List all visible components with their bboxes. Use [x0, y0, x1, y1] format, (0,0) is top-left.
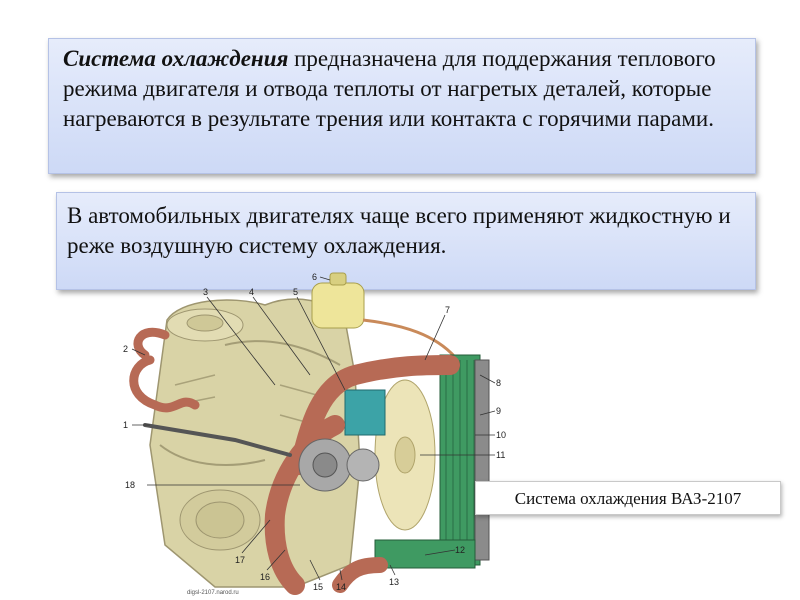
callout-8: 8: [496, 378, 501, 388]
callout-10: 10: [496, 430, 506, 440]
note-box: В автомобильных двигателях чаще всего пр…: [56, 192, 756, 290]
callout-1: 1: [123, 420, 128, 430]
water-pump: [298, 438, 380, 492]
callout-6: 6: [312, 272, 317, 282]
image-credit: digsl-2107.narod.ru: [187, 590, 239, 596]
callout-14: 14: [336, 582, 346, 592]
callout-lines: [131, 276, 496, 581]
expansion-tank: [311, 272, 457, 359]
callout-3: 3: [203, 287, 208, 297]
definition-text: предназначена для поддержания теплового …: [63, 46, 716, 131]
callout-11: 11: [496, 450, 505, 460]
callout-5: 5: [293, 287, 298, 297]
callout-13: 13: [389, 577, 399, 587]
callout-12: 12: [455, 545, 465, 555]
callout-7: 7: [445, 305, 450, 315]
callout-17: 17: [235, 555, 245, 565]
definition-term: Система охлаждения: [63, 46, 289, 71]
callout-18: 18: [125, 480, 135, 490]
callout-15: 15: [313, 582, 323, 592]
note-text: В автомобильных двигателях чаще всего пр…: [67, 203, 731, 258]
thermostat: [344, 389, 386, 436]
callout-16: 16: [260, 572, 270, 582]
illustration-caption: Система охлаждения ВАЗ-2107: [475, 481, 781, 515]
definition-box: Система охлаждения предназначена для под…: [48, 38, 756, 174]
callout-2: 2: [123, 344, 128, 354]
cooling-system-illustration: 1 2 3 4 5 6 7 8 9 10 11 12 13 14 15 16 1…: [123, 272, 506, 596]
coolant-hoses: [129, 327, 460, 595]
callout-4: 4: [249, 287, 254, 297]
callout-9: 9: [496, 406, 501, 416]
radiator: [374, 354, 490, 569]
